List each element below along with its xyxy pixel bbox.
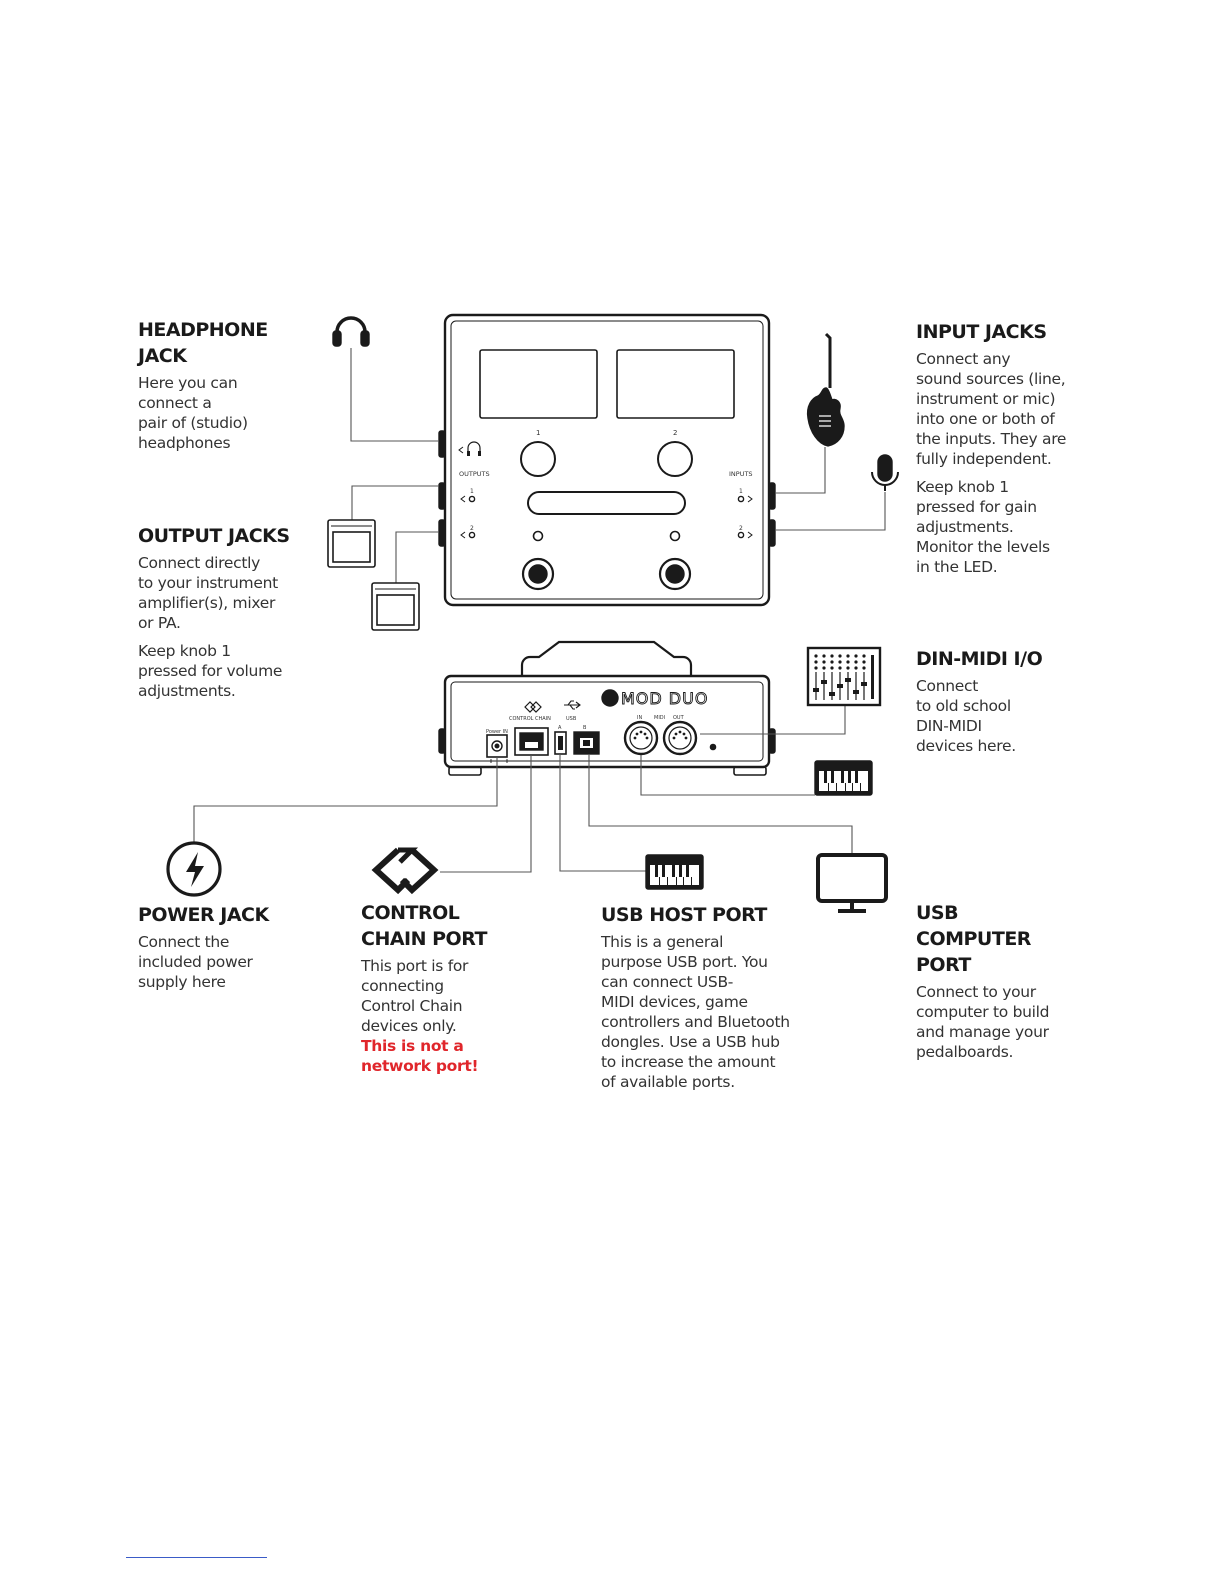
- annotation-title: OUTPUT JACKS: [138, 525, 290, 547]
- annotation-body: Connect any sound sources (line, instrum…: [916, 350, 1067, 468]
- knob-2-label: 2: [673, 429, 677, 437]
- annotation-title: INPUT JACKS: [916, 321, 1047, 343]
- device-rear-view: [438, 640, 776, 776]
- knob-2: [657, 441, 693, 477]
- midi-keyboard-icon: [645, 854, 704, 890]
- knob-1-label: 1: [536, 429, 540, 437]
- output-1-label: 1: [470, 488, 474, 495]
- footnote-divider: [126, 1557, 267, 1558]
- headphones-icon: [332, 316, 370, 347]
- port-b-label: B: [583, 725, 587, 731]
- microphone-icon: [871, 454, 899, 491]
- port-a-label: A: [558, 725, 562, 731]
- input-jacks-annotation: INPUT JACKS Connect any sound sources (l…: [916, 319, 1116, 577]
- leader-lines: [193, 348, 886, 873]
- network-port-warning: This is not a network port!: [361, 1037, 479, 1075]
- outputs-label: OUTPUTS: [459, 470, 490, 478]
- device-labels: 1 2 OUTPUTS INPUTS 1 2 1 2 CONTROL CHAIN…: [459, 429, 753, 735]
- brand-label: MOD DUO: [621, 689, 708, 708]
- control-chain-icon: [371, 847, 439, 895]
- display-2: [616, 349, 735, 419]
- guitar-icon: [806, 332, 845, 447]
- handle-slot: [527, 491, 686, 515]
- display-1: [479, 349, 598, 419]
- power-in-label: Power IN: [486, 729, 508, 735]
- annotation-title: CONTROL CHAIN PORT: [361, 902, 487, 950]
- annotation-body: Connect directly to your instrument ampl…: [138, 554, 278, 632]
- usb-computer-annotation: USB COMPUTER PORT Connect to your comput…: [916, 900, 1116, 1062]
- din-midi-annotation: DIN-MIDI I/O Connect to old school DIN-M…: [916, 646, 1116, 756]
- annotation-body-secondary: Keep knob 1 pressed for volume adjustmen…: [138, 642, 283, 700]
- midi-in-label: IN: [637, 715, 642, 721]
- annotation-title: POWER JACK: [138, 904, 269, 926]
- midi-out-label: OUT: [673, 715, 685, 721]
- annotation-body-secondary: Keep knob 1 pressed for gain adjustments…: [916, 478, 1050, 576]
- knob-1: [520, 441, 556, 477]
- footswitch-1: [521, 557, 555, 591]
- monitor-icon: [816, 853, 888, 913]
- midi-keyboard-icon: [814, 760, 873, 796]
- usb-host-annotation: USB HOST PORT This is a general purpose …: [601, 902, 821, 1092]
- power-icon: [166, 841, 222, 897]
- annotation-body: This port is for connecting Control Chai…: [361, 957, 469, 1035]
- control-chain-annotation: CONTROL CHAIN PORT This port is for conn…: [361, 900, 561, 1076]
- annotation-body: Here you can connect a pair of (studio) …: [138, 374, 248, 452]
- annotation-body: Connect the included power supply here: [138, 933, 253, 991]
- annotation-title: DIN-MIDI I/O: [916, 648, 1043, 670]
- annotation-title: USB COMPUTER PORT: [916, 902, 1031, 976]
- amplifier-icon: [327, 519, 376, 568]
- amplifier-icon: [371, 582, 420, 631]
- annotation-body: Connect to your computer to build and ma…: [916, 983, 1050, 1061]
- midi-in-port: [623, 720, 659, 756]
- annotation-body: Connect to old school DIN-MIDI devices h…: [916, 677, 1016, 755]
- input-2-label: 2: [739, 525, 743, 532]
- footswitch-2: [658, 557, 692, 591]
- device-top-view: [438, 313, 776, 607]
- output-jacks-annotation: OUTPUT JACKS Connect directly to your in…: [138, 523, 318, 701]
- input-1-label: 1: [739, 488, 743, 495]
- power-jack-annotation: POWER JACK Connect the included power su…: [138, 902, 318, 992]
- annotation-title: USB HOST PORT: [601, 904, 767, 926]
- usb-label: USB: [566, 716, 577, 722]
- output-2-label: 2: [470, 525, 474, 532]
- annotation-body: This is a general purpose USB port. You …: [601, 933, 790, 1091]
- headphone-jack-annotation: HEADPHONE JACK Here you can connect a pa…: [138, 317, 318, 453]
- annotation-title: HEADPHONE JACK: [138, 319, 268, 367]
- mixer-icon: [806, 646, 882, 707]
- control-chain-label: CONTROL CHAIN: [509, 716, 551, 722]
- midi-label: MIDI: [654, 715, 665, 721]
- inputs-label: INPUTS: [729, 470, 753, 478]
